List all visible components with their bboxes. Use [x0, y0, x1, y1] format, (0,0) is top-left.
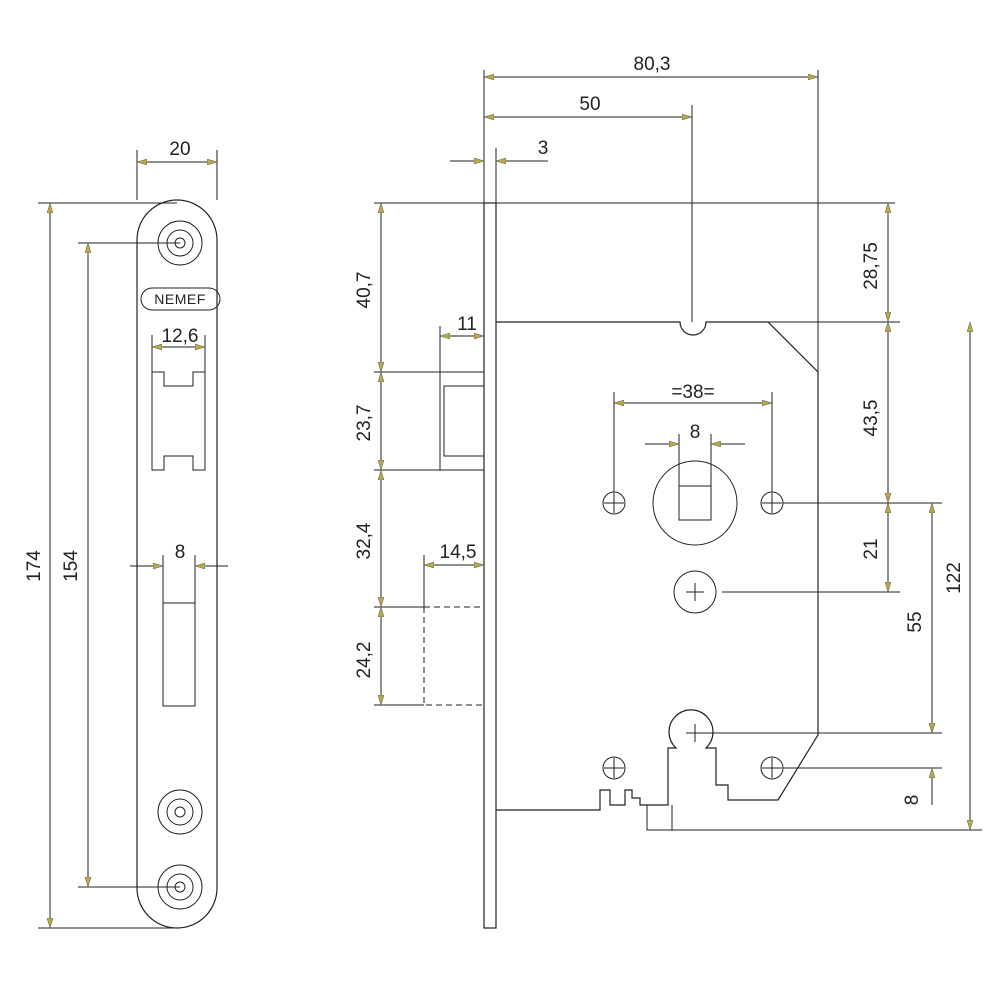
- lock-case-outline: [496, 321, 819, 811]
- center-marks: [604, 493, 782, 778]
- dim-body-height: 122: [944, 562, 965, 594]
- spindle-square: [678, 485, 712, 521]
- brand-label: NEMEF: [154, 291, 206, 307]
- lock-body-dimensions: 80,3 50 3 28,75 43,5 21 55 8: [354, 54, 982, 831]
- lower-hole: [673, 570, 717, 614]
- dim-cylinder-bottom: 8: [902, 795, 923, 806]
- faceplate-view: NEMEF: [136, 199, 221, 929]
- dim-forend-thickness: 3: [538, 138, 549, 159]
- bolt-opening: [162, 602, 196, 707]
- dim-handle-to-cylinder: 55: [905, 611, 926, 632]
- latch-bolt: [439, 371, 485, 471]
- dim-faceplate-width: 20: [169, 139, 190, 160]
- dim-bolt-projection: 14,5: [440, 542, 477, 563]
- dead-bolt: [423, 606, 485, 706]
- faceplate-dimensions: 20 174 154 12,6 8: [24, 139, 228, 929]
- screw-hole-bottom-left: [602, 756, 626, 780]
- dim-latch-top: 40,7: [354, 272, 375, 309]
- screw-hole-middle: [157, 789, 203, 835]
- dim-spindle-offset: 43,5: [861, 400, 882, 437]
- latch-opening: [151, 371, 206, 471]
- dim-bolt-height: 24,2: [354, 642, 375, 679]
- dim-spindle-to-hole: 21: [861, 538, 882, 559]
- spindle-hub: [652, 460, 738, 546]
- forend-plate: [483, 202, 497, 929]
- dim-total-depth: 80,3: [634, 54, 671, 75]
- dim-screw-spacing: 154: [61, 550, 82, 582]
- dim-hole-spacing: =38=: [671, 382, 714, 403]
- dim-spindle-square: 8: [690, 422, 701, 443]
- bottom-tab: [646, 805, 673, 831]
- brand-badge: [140, 287, 221, 311]
- dim-latch-projection: 11: [457, 314, 477, 335]
- dim-top-offset: 28,75: [861, 242, 882, 290]
- latch-recess: [443, 385, 485, 457]
- faceplate-outline: [136, 199, 218, 929]
- dim-faceplate-height: 174: [24, 550, 45, 582]
- dim-backset: 50: [579, 94, 600, 115]
- dim-latch-height: 23,7: [354, 405, 375, 442]
- dim-strike-width: 12,6: [162, 326, 199, 347]
- dim-bolt-width: 8: [175, 542, 186, 563]
- dim-latch-gap: 32,4: [354, 522, 375, 559]
